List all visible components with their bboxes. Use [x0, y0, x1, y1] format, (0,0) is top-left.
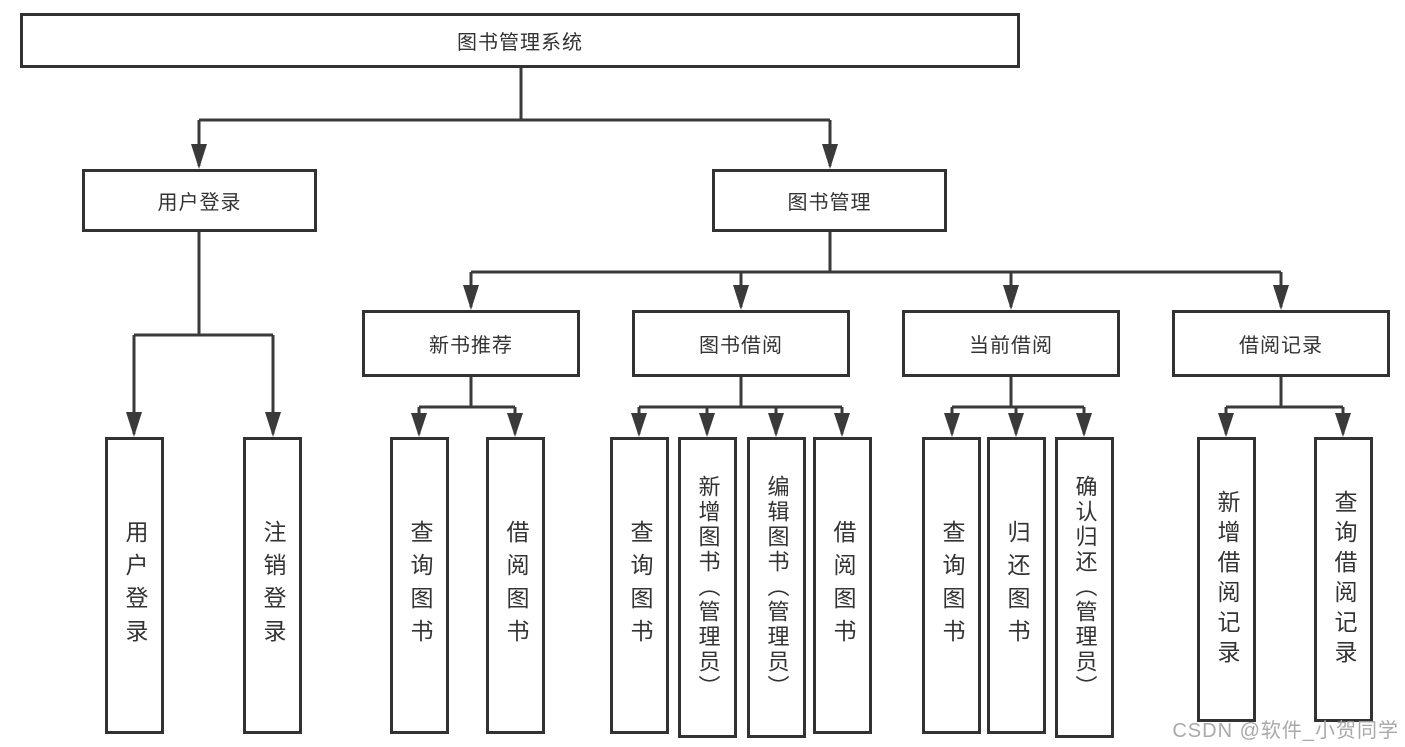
- leaf-borrow-book-recommend: 借阅图书: [486, 437, 545, 734]
- node-label: 用户登录: [122, 519, 148, 652]
- node-label: 当前借阅: [969, 335, 1053, 357]
- node-label: 确认归还（管理员）: [1072, 475, 1098, 700]
- node-label: 图书管理系统: [457, 32, 583, 54]
- node-label: 新增借阅记录: [1214, 489, 1240, 670]
- node-label: 借阅图书: [830, 519, 856, 652]
- node-label: 查询借阅记录: [1331, 489, 1357, 670]
- leaf-user-login: 用户登录: [105, 437, 164, 734]
- node-label: 查询图书: [407, 519, 433, 652]
- leaf-add-borrow-record: 新增借阅记录: [1197, 437, 1256, 722]
- leaf-confirm-return-admin: 确认归还（管理员）: [1055, 437, 1114, 738]
- node-new-book-recommend: 新书推荐: [362, 310, 580, 377]
- node-user-login: 用户登录: [82, 169, 317, 232]
- leaf-edit-book-admin: 编辑图书（管理员）: [747, 437, 806, 738]
- csdn-watermark: CSDN @软件_小贺同学: [1172, 720, 1399, 742]
- node-borrow-records: 借阅记录: [1172, 310, 1390, 377]
- node-label: 归还图书: [1004, 519, 1030, 652]
- leaf-query-book-current: 查询图书: [922, 437, 981, 734]
- node-book-management: 图书管理: [712, 169, 947, 232]
- node-label: 新书推荐: [429, 335, 513, 357]
- leaf-return-book: 归还图书: [987, 437, 1046, 734]
- leaf-query-borrow-record: 查询借阅记录: [1314, 437, 1373, 722]
- node-label: 编辑图书（管理员）: [764, 475, 790, 700]
- node-label: 查询图书: [939, 519, 965, 652]
- node-label: 图书管理: [787, 192, 872, 214]
- node-current-borrow: 当前借阅: [902, 310, 1120, 377]
- leaf-borrow-book: 借阅图书: [813, 437, 872, 734]
- leaf-logout-login: 注销登录: [243, 437, 302, 734]
- leaf-add-book-admin: 新增图书（管理员）: [678, 437, 737, 738]
- node-label: 图书借阅: [699, 335, 783, 357]
- leaf-query-book-recommend: 查询图书: [390, 437, 449, 734]
- node-label: 新增图书（管理员）: [695, 475, 721, 700]
- node-label: 借阅记录: [1239, 335, 1323, 357]
- node-label: 用户登录: [157, 192, 242, 214]
- node-label: 注销登录: [260, 519, 286, 652]
- node-library-management-system: 图书管理系统: [20, 13, 1020, 68]
- node-label: 借阅图书: [503, 519, 529, 652]
- node-label: 查询图书: [627, 519, 653, 652]
- node-book-borrow: 图书借阅: [632, 310, 850, 377]
- leaf-query-book-borrow: 查询图书: [610, 437, 669, 734]
